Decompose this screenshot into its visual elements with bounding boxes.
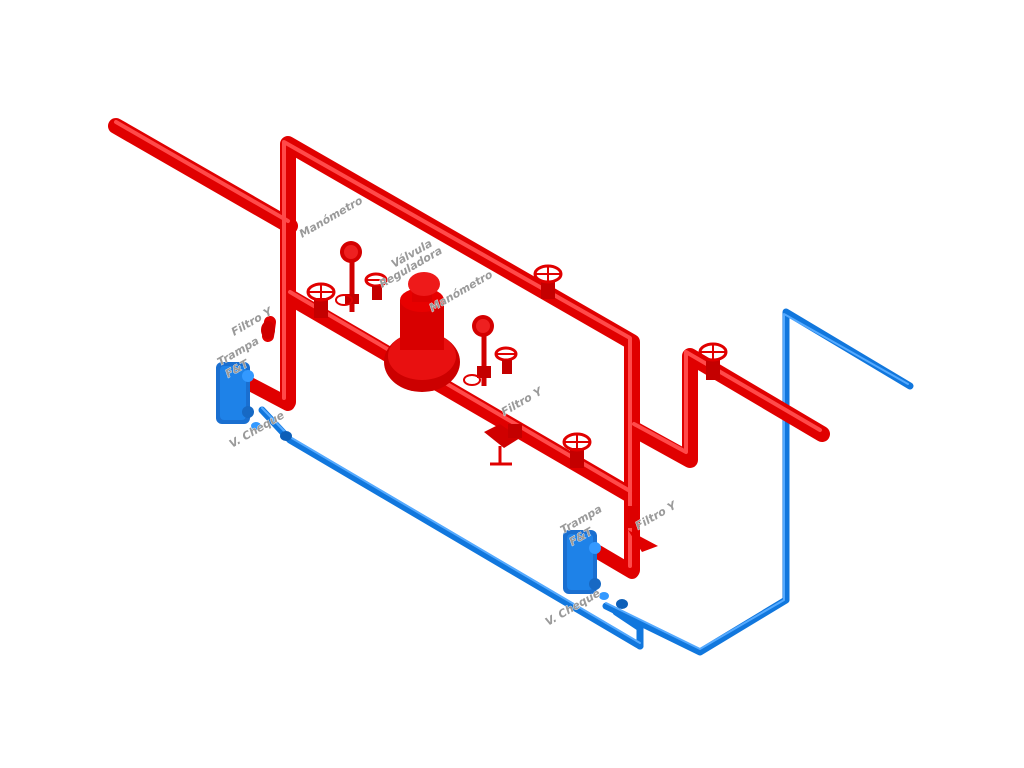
pressure-gauge-upstream	[335, 241, 388, 312]
pressure-regulating-valve	[384, 272, 460, 392]
steam-trap-right	[563, 530, 628, 609]
inlet-gate-valve	[306, 282, 336, 318]
outlet-header-valve	[698, 342, 728, 380]
label-filtro-y-mid: Filtro Y	[499, 384, 545, 418]
bypass-gate-valve	[533, 264, 563, 299]
pressure-gauge-downstream	[463, 315, 518, 386]
y-strainer-main	[484, 424, 522, 466]
y-strainer-left	[261, 321, 275, 339]
outlet-gate-valve	[562, 432, 592, 468]
label-manometro-mid: Manómetro	[427, 268, 495, 315]
label-manometro-top: Manómetro	[297, 194, 365, 241]
y-strainer-right	[626, 506, 658, 552]
condensate-return-piping	[258, 308, 914, 656]
steam-trap-left	[216, 362, 292, 441]
gate-valves	[306, 264, 728, 468]
steam-piping	[108, 118, 830, 579]
